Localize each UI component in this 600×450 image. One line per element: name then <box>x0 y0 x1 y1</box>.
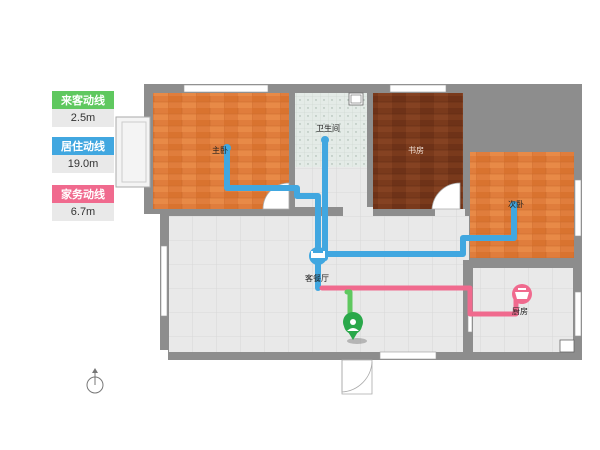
legend-chore-title: 家务动线 <box>52 185 114 203</box>
label-master-bedroom: 主卧 <box>212 145 228 155</box>
sofa-icon <box>309 247 327 265</box>
balcony <box>115 116 151 188</box>
label-study: 书房 <box>408 145 424 155</box>
legend-chore-value: 6.7m <box>52 203 114 221</box>
legend-chore: 家务动线 6.7m <box>52 185 114 221</box>
legend-living-value: 19.0m <box>52 155 114 173</box>
label-bathroom: 卫生间 <box>316 123 340 133</box>
legend-guest: 来客动线 2.5m <box>52 91 114 127</box>
entrance-door <box>341 360 373 393</box>
label-living-dining: 客餐厅 <box>305 273 329 283</box>
kitchen <box>473 268 573 352</box>
label-kitchen: 厨房 <box>512 306 528 316</box>
compass-icon <box>86 368 104 394</box>
chore-route-path <box>319 285 519 317</box>
study-door <box>431 182 461 210</box>
label-second-bedroom: 次卧 <box>508 199 524 209</box>
legend-living-title: 居住动线 <box>52 137 114 155</box>
person-pin-icon <box>343 312 367 344</box>
legend-living: 居住动线 19.0m <box>52 137 114 173</box>
legend-guest-value: 2.5m <box>52 109 114 127</box>
cooking-pot-icon <box>512 284 532 304</box>
legend-guest-title: 来客动线 <box>52 91 114 109</box>
